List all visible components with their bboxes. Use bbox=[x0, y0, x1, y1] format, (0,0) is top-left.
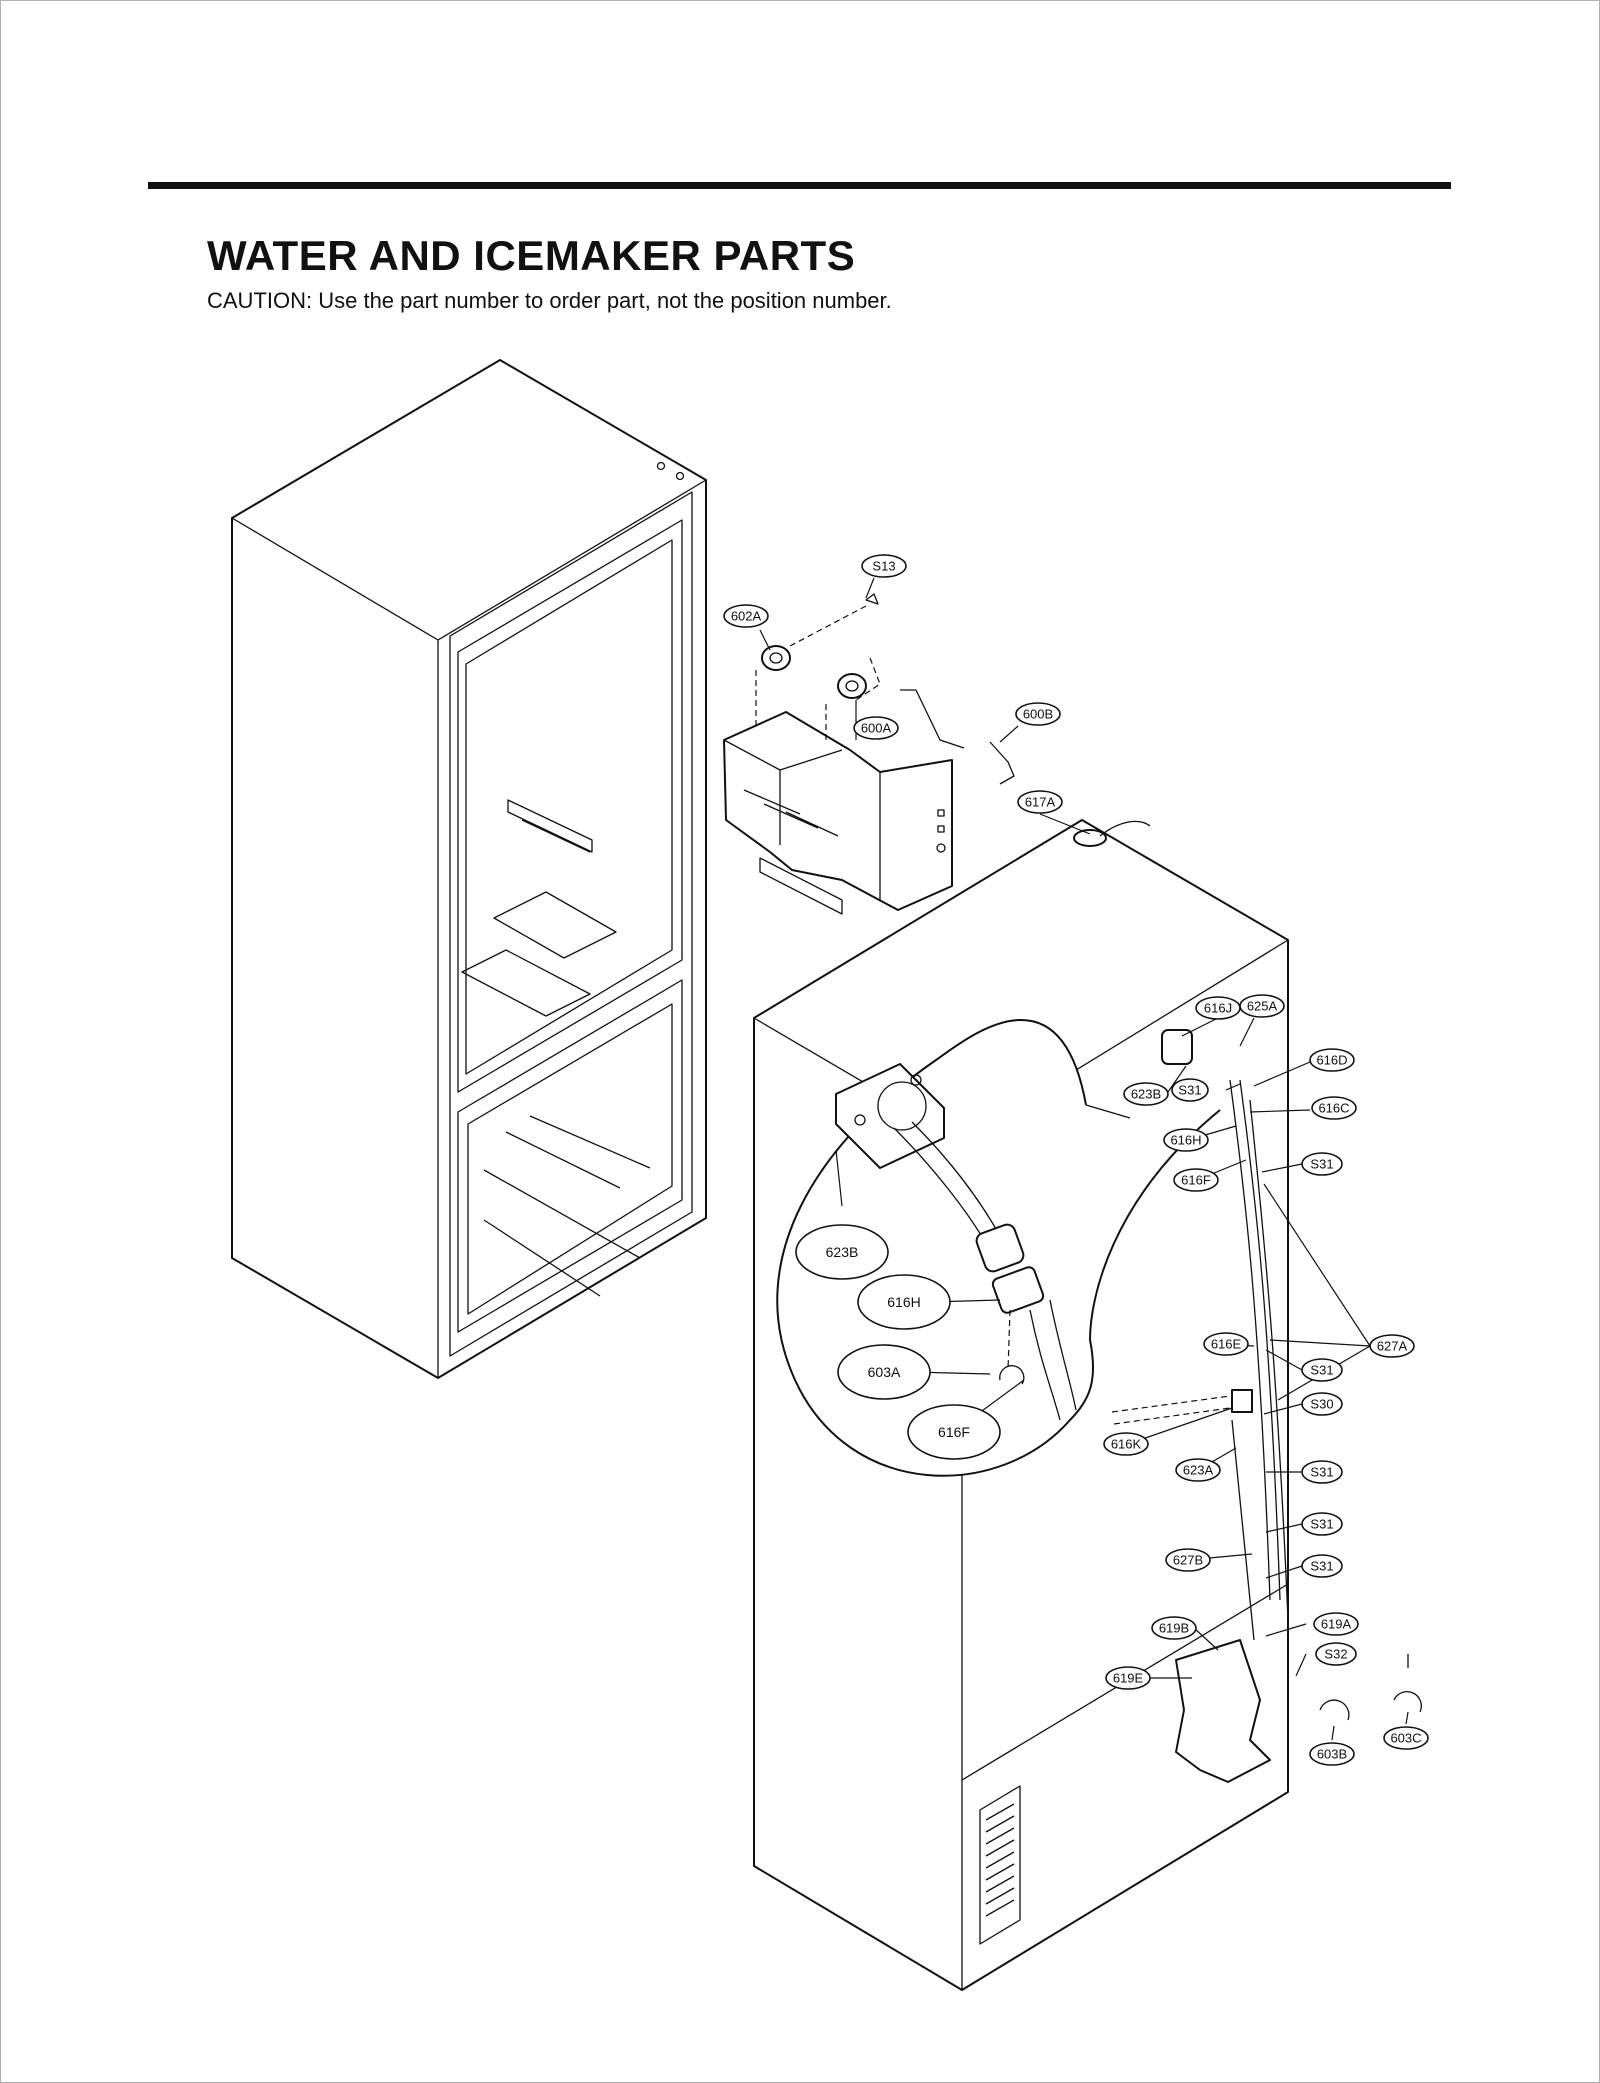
callout-s31-top: S31 bbox=[1171, 1078, 1209, 1102]
svg-text:616E: 616E bbox=[1211, 1337, 1242, 1352]
leader-lines bbox=[759, 577, 1409, 1741]
svg-text:619A: 619A bbox=[1321, 1617, 1352, 1632]
callout-619a: 619A bbox=[1313, 1612, 1359, 1636]
svg-text:627B: 627B bbox=[1173, 1553, 1203, 1568]
svg-text:603B: 603B bbox=[1317, 1747, 1347, 1762]
callout-600a: 600A bbox=[853, 716, 899, 740]
svg-text:617A: 617A bbox=[1025, 795, 1056, 810]
svg-text:616D: 616D bbox=[1316, 1053, 1347, 1068]
callout-s30: S30 bbox=[1301, 1392, 1343, 1416]
svg-text:616F: 616F bbox=[938, 1424, 970, 1440]
callout-s31-3: S31 bbox=[1301, 1358, 1343, 1382]
svg-text:625A: 625A bbox=[1247, 999, 1278, 1014]
caution-note: CAUTION: Use the part number to order pa… bbox=[207, 288, 892, 313]
callout-616h: 616H bbox=[1163, 1128, 1209, 1152]
svg-text:S31: S31 bbox=[1310, 1559, 1333, 1574]
svg-text:S30: S30 bbox=[1310, 1397, 1333, 1412]
callout-s32: S32 bbox=[1315, 1642, 1357, 1666]
callout-600b: 600B bbox=[1015, 702, 1061, 726]
svg-text:616C: 616C bbox=[1318, 1101, 1349, 1116]
callout-619b: 619B bbox=[1151, 1616, 1197, 1640]
callout-616f: 616F bbox=[1173, 1168, 1219, 1192]
svg-text:616F: 616F bbox=[1181, 1173, 1211, 1188]
callout-623b: 623B bbox=[1123, 1082, 1169, 1106]
callout-602a: 602A bbox=[723, 604, 769, 628]
callout-616e: 616E bbox=[1203, 1332, 1249, 1356]
svg-text:616H: 616H bbox=[1170, 1133, 1201, 1148]
callout-detail-616h: 616H bbox=[857, 1274, 951, 1330]
svg-text:616H: 616H bbox=[887, 1294, 920, 1310]
callout-616k: 616K bbox=[1103, 1432, 1149, 1456]
callout-detail-603a: 603A bbox=[837, 1344, 931, 1400]
svg-text:S31: S31 bbox=[1178, 1083, 1201, 1098]
header-rule bbox=[148, 182, 1451, 189]
svg-text:S31: S31 bbox=[1310, 1157, 1333, 1172]
callout-603c: 603C bbox=[1383, 1726, 1429, 1750]
svg-text:600A: 600A bbox=[861, 721, 892, 736]
callout-616j: 616J bbox=[1195, 996, 1241, 1020]
svg-text:602A: 602A bbox=[731, 609, 762, 624]
callout-s31-5: S31 bbox=[1301, 1512, 1343, 1536]
svg-text:S31: S31 bbox=[1310, 1465, 1333, 1480]
svg-text:623B: 623B bbox=[1131, 1087, 1161, 1102]
svg-text:619B: 619B bbox=[1159, 1621, 1189, 1636]
svg-text:603C: 603C bbox=[1390, 1731, 1421, 1746]
callout-627a: 627A bbox=[1369, 1334, 1415, 1358]
callout-s13: S13 bbox=[861, 554, 907, 578]
callout-s31-6: S31 bbox=[1301, 1554, 1343, 1578]
callout-s31-4: S31 bbox=[1301, 1460, 1343, 1484]
callout-detail-623b: 623B bbox=[795, 1224, 889, 1280]
callout-627b: 627B bbox=[1165, 1548, 1211, 1572]
svg-text:619E: 619E bbox=[1113, 1671, 1144, 1686]
svg-text:623B: 623B bbox=[826, 1244, 859, 1260]
svg-text:623A: 623A bbox=[1183, 1463, 1214, 1478]
svg-text:S32: S32 bbox=[1324, 1647, 1347, 1662]
callout-616d: 616D bbox=[1309, 1048, 1355, 1072]
svg-text:S31: S31 bbox=[1310, 1363, 1333, 1378]
svg-text:616K: 616K bbox=[1111, 1437, 1142, 1452]
callout-detail-616f: 616F bbox=[907, 1404, 1001, 1460]
callout-603b: 603B bbox=[1309, 1742, 1355, 1766]
callout-s31-2: S31 bbox=[1301, 1152, 1343, 1176]
callout-617a: 617A bbox=[1017, 790, 1063, 814]
svg-text:603A: 603A bbox=[868, 1364, 901, 1380]
callout-619e: 619E bbox=[1105, 1666, 1151, 1690]
callout-616c: 616C bbox=[1311, 1096, 1357, 1120]
page-title: WATER AND ICEMAKER PARTS bbox=[207, 232, 856, 279]
svg-text:S13: S13 bbox=[872, 559, 895, 574]
svg-text:627A: 627A bbox=[1377, 1339, 1408, 1354]
svg-text:616J: 616J bbox=[1204, 1001, 1232, 1016]
svg-text:600B: 600B bbox=[1023, 707, 1053, 722]
callout-625a: 625A bbox=[1239, 994, 1285, 1018]
svg-text:S31: S31 bbox=[1310, 1517, 1333, 1532]
callout-623a: 623A bbox=[1175, 1458, 1221, 1482]
icemaker-assembly bbox=[723, 593, 1015, 915]
refrigerator-cabinet-front bbox=[231, 359, 707, 1379]
